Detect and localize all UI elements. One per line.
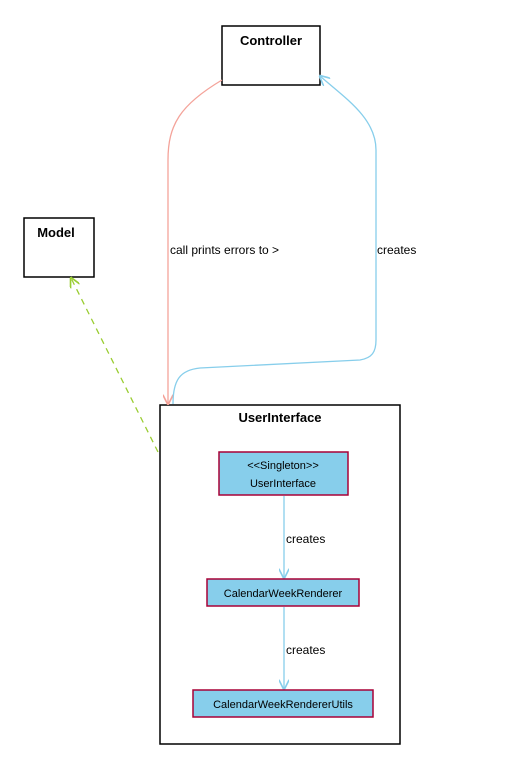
edge-label-call-prints-errors: call prints errors to >	[170, 243, 279, 257]
model-title: Model	[37, 225, 75, 240]
controller-node: Controller	[221, 25, 321, 86]
edge-label-creates-utils: creates	[286, 643, 325, 657]
edge-call-prints-errors	[168, 79, 223, 404]
edge-label-creates-controller: creates	[377, 243, 416, 257]
class-userinterface-name: UserInterface	[250, 478, 316, 490]
model-node: Model	[23, 217, 95, 278]
class-userinterface: <<Singleton>> UserInterface	[218, 451, 349, 496]
controller-title: Controller	[240, 33, 302, 48]
class-calendarweekrendererutils-name: CalendarWeekRendererUtils	[213, 699, 353, 711]
edge-depends-model	[71, 278, 159, 453]
userinterface-package-title: UserInterface	[238, 410, 321, 425]
class-calendarweekrenderer: CalendarWeekRenderer	[206, 578, 360, 607]
class-calendarweekrenderer-name: CalendarWeekRenderer	[224, 588, 343, 600]
edge-label-creates-renderer: creates	[286, 532, 325, 546]
class-userinterface-stereotype: <<Singleton>>	[247, 460, 319, 472]
class-calendarweekrendererutils: CalendarWeekRendererUtils	[192, 689, 374, 718]
edge-creates-controller	[172, 76, 377, 405]
